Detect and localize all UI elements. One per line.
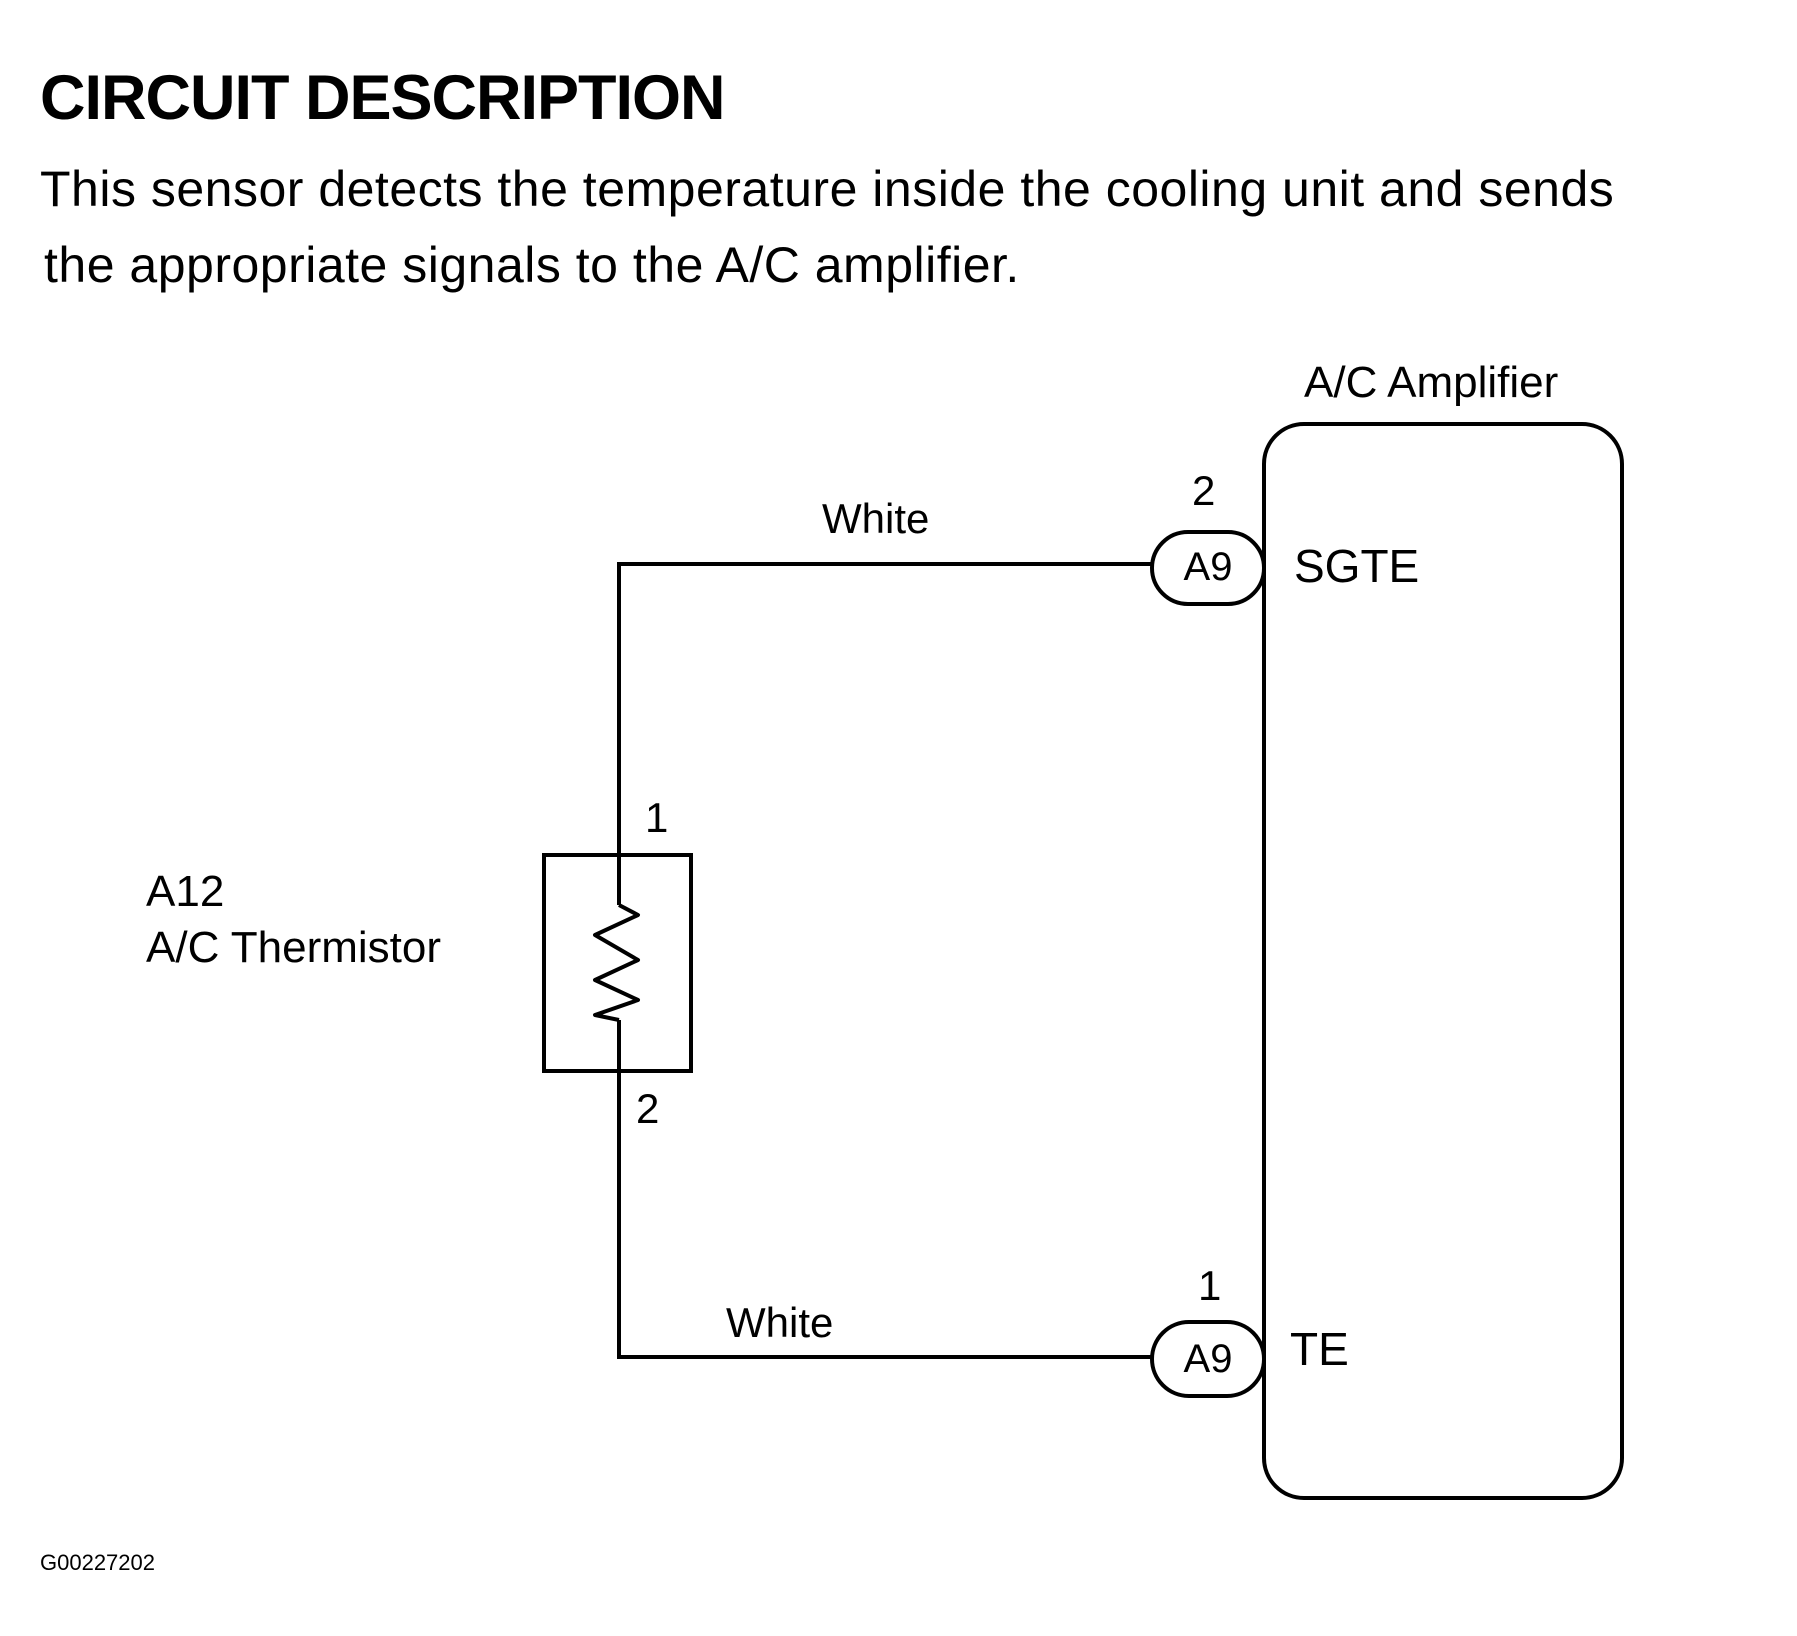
figure-id: G00227202: [40, 1550, 155, 1575]
amplifier-box: [1262, 422, 1624, 1500]
thermistor-pin-1: 1: [645, 794, 668, 841]
resistor-zigzag-icon: [593, 903, 640, 1022]
wire-color-label-sgte: White: [822, 495, 929, 542]
thermistor-box: [542, 853, 693, 1073]
pin-label-sgte: 2: [1192, 467, 1215, 514]
description-line-1: This sensor detects the temperature insi…: [40, 161, 1615, 217]
description-line-2: the appropriate signals to the A/C ampli…: [44, 237, 1020, 293]
thermistor-name: A/C Thermistor: [146, 923, 441, 972]
connector-label-te: A9: [1184, 1337, 1233, 1381]
thermistor-pin-2: 2: [636, 1085, 659, 1132]
terminal-te: TE: [1290, 1323, 1349, 1375]
page-title: CIRCUIT DESCRIPTION: [40, 63, 726, 133]
wire-color-label-te: White: [726, 1299, 833, 1346]
thermistor-code: A12: [146, 867, 224, 916]
terminal-sgte: SGTE: [1294, 540, 1419, 592]
connector-a9-sgte: [1150, 530, 1266, 606]
connector-label-sgte: A9: [1184, 545, 1233, 589]
pin-label-te: 1: [1198, 1262, 1221, 1309]
connector-a9-te: [1150, 1320, 1266, 1398]
amplifier-title: A/C Amplifier: [1304, 358, 1558, 407]
